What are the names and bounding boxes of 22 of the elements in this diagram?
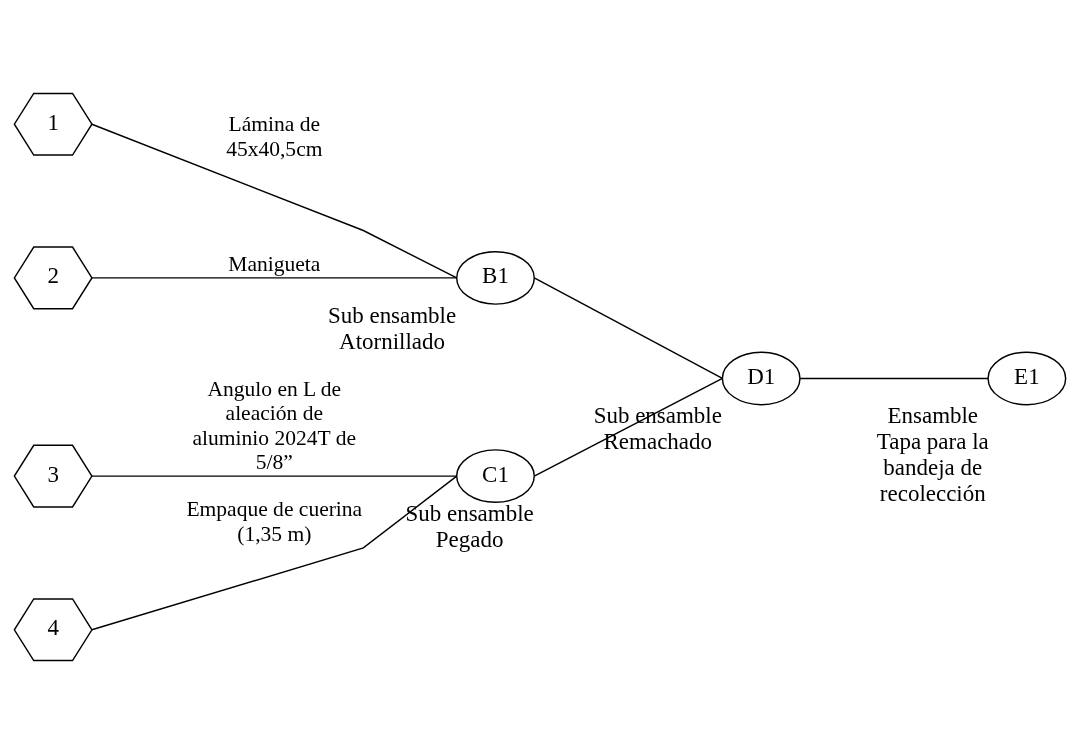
node-ellipse: D1	[721, 350, 801, 405]
node-label: Ensamble	[887, 402, 979, 428]
connector	[91, 474, 458, 630]
node-label: Remachado	[603, 428, 712, 454]
node-label: Sub ensamble	[405, 500, 534, 526]
node-label: Atornillado	[339, 328, 446, 354]
edge-label: Lámina de 45x40,5cm	[226, 111, 323, 161]
connector	[799, 377, 989, 379]
node-ellipse: B1	[455, 250, 535, 305]
node-label: Sub ensamble	[327, 302, 457, 328]
node-ellipse: C1	[455, 448, 535, 503]
connector	[91, 276, 458, 279]
connector	[91, 474, 458, 477]
edge-label: Empaque de cuerina (1,35 m)	[186, 496, 363, 546]
node-label: Pegado	[435, 526, 504, 552]
edge-label: Manigueta	[228, 251, 321, 276]
node-ellipse: E1	[987, 350, 1067, 405]
connector	[533, 276, 724, 379]
node-label: Tapa para la bandeja de recolección	[876, 428, 989, 506]
edge-label: Angulo en L de aleación de aluminio 2024T de 5/8”	[192, 376, 357, 474]
connector	[533, 377, 724, 477]
connector	[91, 123, 458, 279]
